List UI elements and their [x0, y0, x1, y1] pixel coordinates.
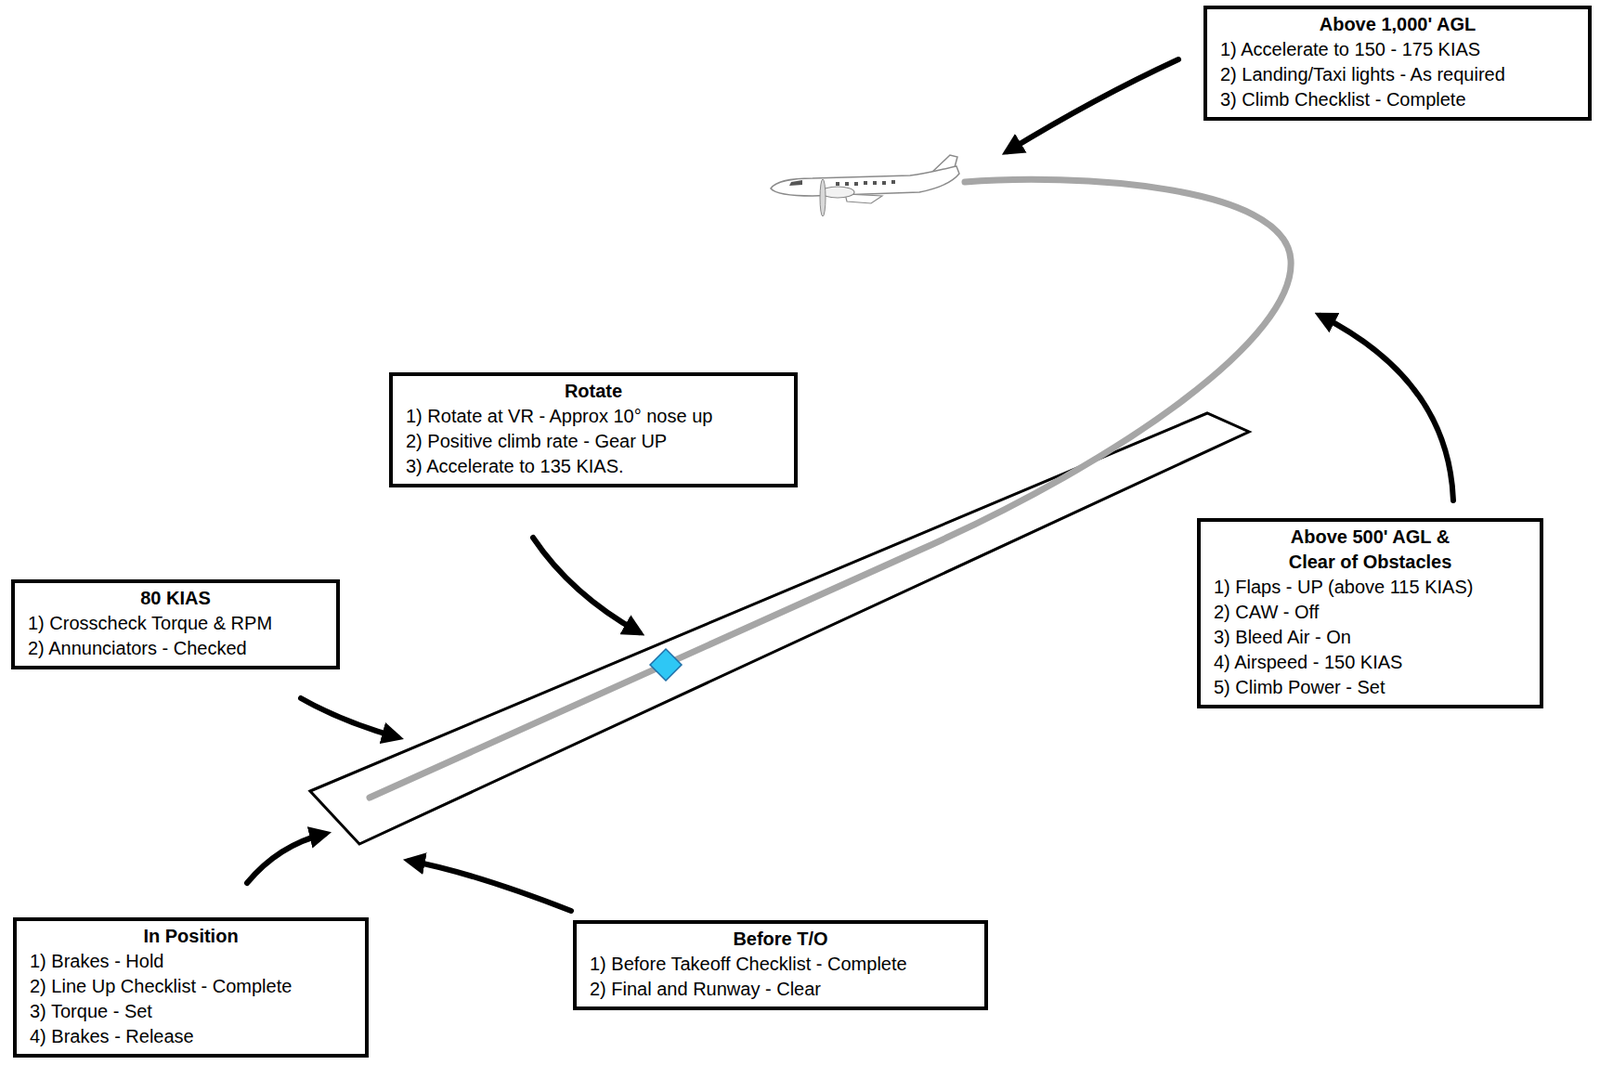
step-item: 3) Accelerate to 135 KIAS. — [405, 454, 781, 480]
pointer-arrows — [247, 59, 1454, 911]
step-item: 2) CAW - Off — [1213, 599, 1527, 625]
step-item: 1) Rotate at VR - Approx 10° nose up — [405, 403, 781, 430]
pointer-arrow — [533, 537, 639, 633]
step-box: In Position1) Brakes - Hold2) Line Up Ch… — [13, 917, 369, 1058]
pointer-arrow — [409, 860, 572, 911]
step-item: 2) Positive climb rate - Gear UP — [405, 429, 781, 455]
step-item: 2) Final and Runway - Clear — [589, 976, 972, 1002]
step-item: 5) Climb Power - Set — [1213, 675, 1527, 701]
step-item: 1) Before Takeoff Checklist - Complete — [589, 951, 972, 977]
step-box: Above 1,000' AGL1) Accelerate to 150 - 1… — [1203, 5, 1592, 121]
step-box: Above 500' AGL & Clear of Obstacles1) Fl… — [1196, 518, 1544, 709]
step-item: 3) Climb Checklist - Complete — [1220, 87, 1575, 113]
pointer-arrow — [247, 833, 326, 884]
step-item: 2) Annunciators - Checked — [27, 636, 324, 662]
step-heading: 80 KIAS — [27, 585, 324, 612]
step-item: 4) Brakes - Release — [29, 1024, 352, 1050]
step-box: Before T/O1) Before Takeoff Checklist - … — [572, 920, 989, 1011]
step-item: 2) Line Up Checklist - Complete — [29, 974, 352, 1000]
step-item: 1) Crosscheck Torque & RPM — [27, 611, 324, 637]
step-heading: Above 500' AGL & Clear of Obstacles — [1273, 524, 1469, 575]
step-item: 3) Bleed Air - On — [1213, 624, 1527, 651]
pointer-arrow — [300, 698, 398, 738]
flight-path — [369, 179, 1291, 798]
step-item: 4) Airspeed - 150 KIAS — [1213, 650, 1527, 676]
airplane — [770, 155, 960, 217]
step-item: 1) Flaps - UP (above 115 KIAS) — [1213, 574, 1527, 600]
step-box: Rotate1) Rotate at VR - Approx 10° nose … — [389, 372, 798, 488]
rotation-point — [650, 649, 682, 681]
step-box: 80 KIAS1) Crosscheck Torque & RPM2) Annu… — [11, 579, 340, 670]
step-item: 1) Accelerate to 150 - 175 KIAS — [1220, 37, 1575, 63]
pointer-arrow — [1007, 59, 1179, 152]
step-heading: In Position — [29, 923, 352, 950]
step-heading: Before T/O — [589, 926, 972, 952]
step-item: 2) Landing/Taxi lights - As required — [1220, 62, 1575, 88]
step-item: 3) Torque - Set — [29, 999, 352, 1025]
step-item: 1) Brakes - Hold — [29, 949, 352, 975]
step-heading: Rotate — [405, 378, 781, 404]
step-heading: Above 1,000' AGL — [1220, 12, 1575, 38]
pointer-arrow — [1320, 315, 1454, 501]
